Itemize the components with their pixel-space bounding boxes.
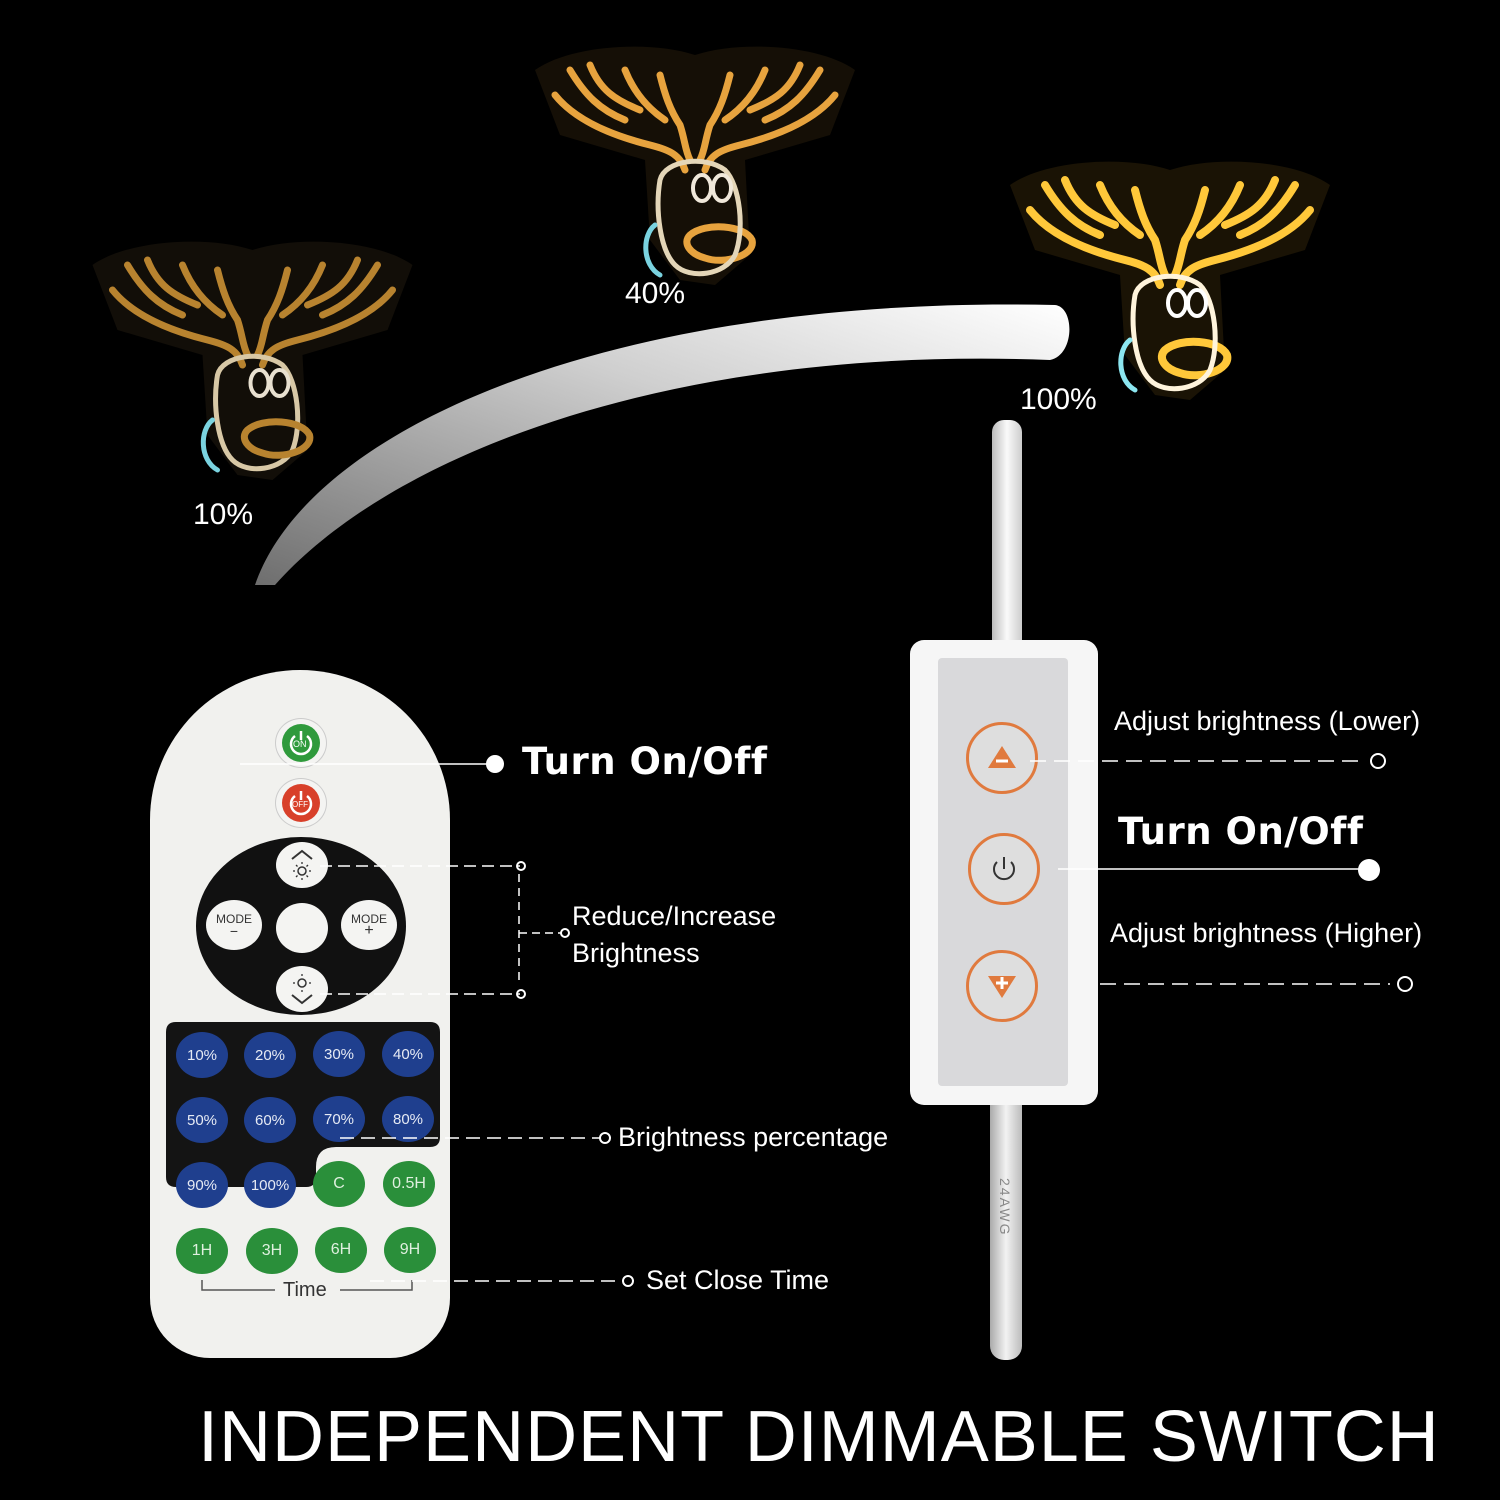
brightness-label-mid: 40% [625,277,686,310]
percent-button-50[interactable]: 50% [176,1097,228,1143]
percent-button-10[interactable]: 10% [176,1032,228,1078]
mode-minus-button[interactable]: MODE − [206,900,262,950]
power-icon [289,731,313,756]
brightness-down-button[interactable] [276,966,328,1012]
off-button[interactable]: OFF [275,778,327,828]
clear-timer-button[interactable]: C [313,1161,365,1207]
controller-callout-lines [1030,753,1413,992]
lower-brightness-callout: Adjust brightness (Lower) [1114,706,1421,736]
sun-down-icon [291,974,313,1005]
brightness-up-button[interactable] [276,842,328,888]
percent-button-80[interactable]: 80% [382,1096,434,1142]
close-time-callout: Set Close Time [646,1265,830,1295]
timer-1h-button[interactable]: 1H [176,1228,228,1274]
reindeer-sign-40 [535,46,855,285]
reindeer-neon-sign [535,46,855,285]
mode-minus-label: MODE [216,912,252,926]
cable-top [992,420,1022,642]
higher-brightness-callout: Adjust brightness (Higher) [1110,918,1423,948]
timer-3h-button[interactable]: 3H [246,1228,298,1274]
button-panel [166,1022,440,1187]
percent-button-20[interactable]: 20% [244,1032,296,1078]
percent-button-90[interactable]: 90% [176,1162,228,1208]
percent-button-100[interactable]: 100% [244,1162,296,1208]
brightness-percentage-callout: Brightness percentage [618,1122,889,1152]
cable-bottom [990,1100,1022,1360]
mode-plus-symbol: + [364,922,374,939]
percent-button-60[interactable]: 60% [244,1097,296,1143]
on-button[interactable]: ON [275,718,327,768]
inline-power-callout: Turn On/Off [1118,810,1364,853]
timer-6h-button[interactable]: 6H [315,1227,367,1273]
remote-power-callout: Turn On/Off [522,740,768,783]
power-icon [993,857,1015,881]
controller-power-button[interactable] [968,833,1040,905]
controller-lower-button[interactable] [966,722,1038,794]
headline: INDEPENDENT DIMMABLE SWITCH [198,1397,1440,1477]
remote-callout-lines [240,755,634,1287]
power-icon [289,791,313,816]
triangle-up-icon [988,746,1016,768]
brightness-label-high: 100% [1020,383,1097,416]
off-label: OFF [292,800,308,809]
mode-plus-button[interactable]: MODE + [341,900,397,950]
timer-0-5h-button[interactable]: 0.5H [383,1161,435,1207]
controller-higher-button[interactable] [966,950,1038,1022]
percent-button-40[interactable]: 40% [382,1031,434,1077]
mode-plus-label: MODE [351,912,387,926]
on-label: ON [293,739,307,749]
reindeer-neon-sign [1010,161,1330,400]
brightness-arc [255,304,1070,585]
time-label: Time [283,1279,327,1301]
sun-up-icon [291,849,313,880]
triangle-down-plus-icon [988,976,1016,998]
percent-button-70[interactable]: 70% [313,1096,365,1142]
time-bracket [201,1280,413,1291]
brightness-adjust-callout: Reduce/Increase Brightness [572,901,777,968]
reindeer-sign-100 [1010,161,1330,400]
timer-9h-button[interactable]: 9H [384,1227,436,1273]
cable-print: 24AWG [997,1178,1013,1237]
center-button[interactable] [276,903,328,953]
mode-minus-symbol: − [229,923,239,939]
percent-button-30[interactable]: 30% [313,1031,365,1077]
brightness-label-low: 10% [193,498,254,531]
